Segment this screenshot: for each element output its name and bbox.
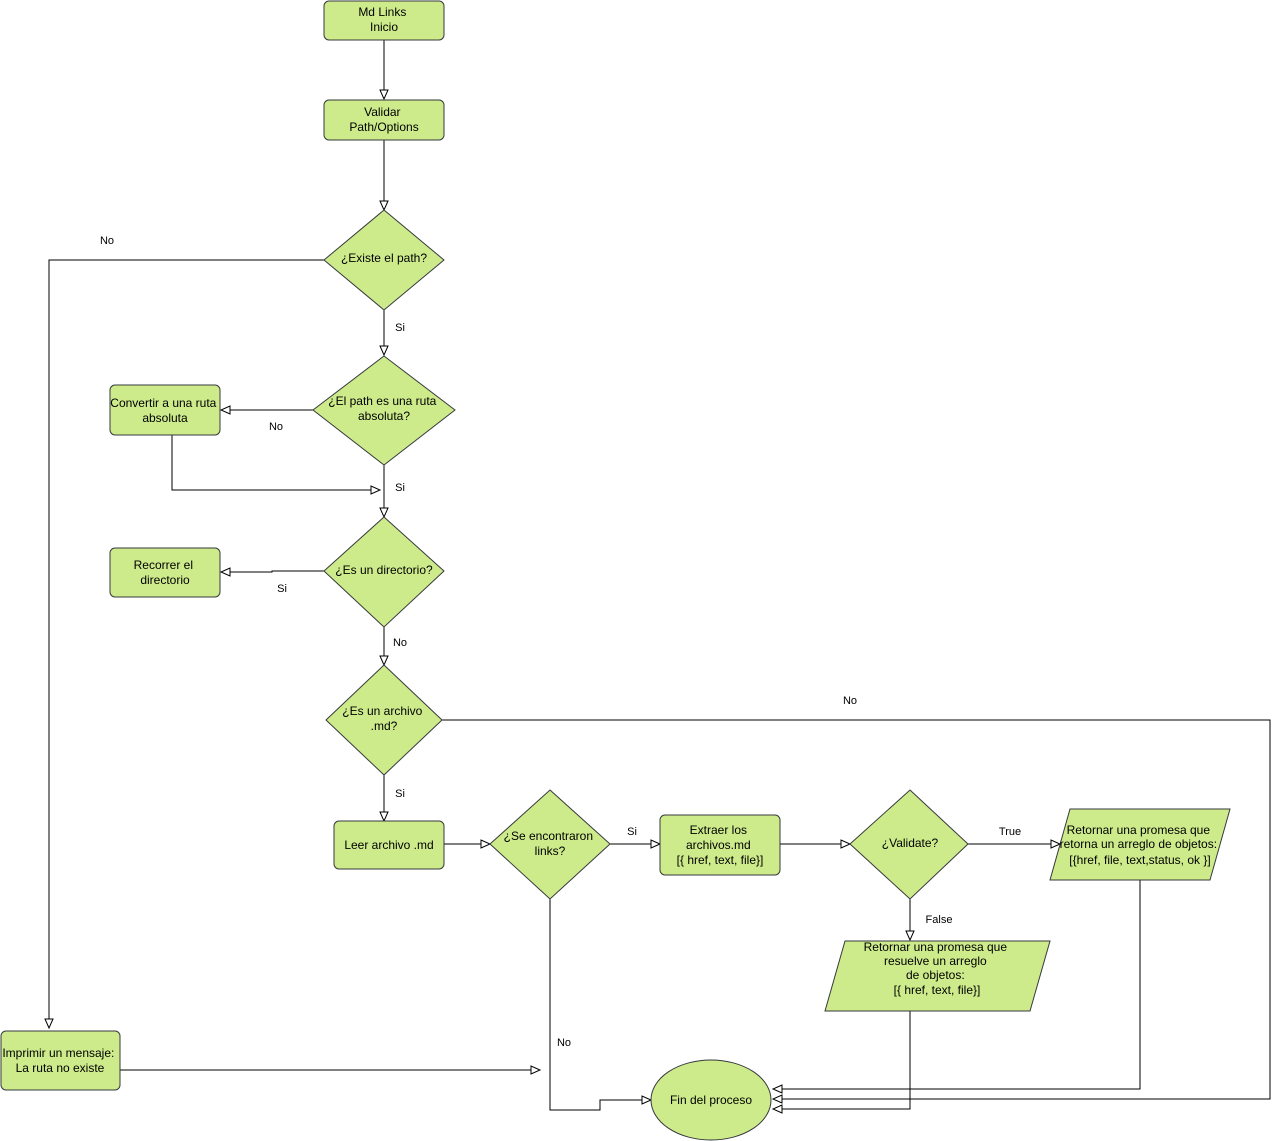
edge-directorio-archivo xyxy=(379,627,389,667)
edge-links-fin xyxy=(549,899,653,1111)
node-directorio-q: ¿Es un directorio? xyxy=(323,516,445,628)
label-existe-no: No xyxy=(100,235,114,247)
label-absoluta-si: Si xyxy=(395,482,405,494)
node-imprimir: Imprimir un mensaje: La ruta no existe xyxy=(0,1030,121,1091)
node-recorrer: Recorrer el directorio xyxy=(109,547,221,598)
label-validate-false: False xyxy=(926,914,953,926)
node-extraer: Extraer los archivos.md [{ href, text, f… xyxy=(659,814,781,876)
node-links-q-label: ¿Se encontraron links? xyxy=(504,829,597,858)
edge-validate-retornar-true xyxy=(968,839,1062,849)
node-inicio-label: Md Links Inicio xyxy=(358,5,409,34)
label-validate-true: True xyxy=(999,826,1021,838)
edge-leer-links xyxy=(444,839,492,849)
label-directorio-si: Si xyxy=(277,583,287,595)
node-absoluta-q-label: ¿El path es una ruta absoluta? xyxy=(328,394,439,423)
edge-imprimir-fin xyxy=(120,1065,542,1075)
edge-retornar-false-fin xyxy=(771,1011,911,1114)
node-links-q: ¿Se encontraron links? xyxy=(489,789,611,900)
node-convertir-label: Convertir a una ruta absoluta xyxy=(110,396,219,425)
edge-absoluta-convertir xyxy=(219,405,313,415)
edge-convertir-merge xyxy=(171,435,382,495)
label-absoluta-no: No xyxy=(269,421,283,433)
node-validar-label: Validar Path/Options xyxy=(349,105,418,134)
node-inicio: Md Links Inicio xyxy=(323,0,445,41)
edge-inicio-validar xyxy=(379,40,389,101)
node-fin: Fin del proceso xyxy=(650,1059,772,1141)
label-archivo-no: No xyxy=(843,695,857,707)
label-archivo-si: Si xyxy=(395,788,405,800)
edge-existe-absoluta xyxy=(379,310,389,357)
edge-validar-existe xyxy=(379,140,389,212)
node-convertir: Convertir a una ruta absoluta xyxy=(109,384,221,436)
edge-archivo-leer xyxy=(379,775,389,823)
node-validar: Validar Path/Options xyxy=(323,99,445,141)
node-fin-label: Fin del proceso xyxy=(670,1093,752,1107)
label-links-si: Si xyxy=(627,826,637,838)
node-extraer-label: Extraer los archivos.md [{ href, text, f… xyxy=(677,823,764,867)
node-directorio-q-label: ¿Es un directorio? xyxy=(335,563,433,577)
node-absoluta-q: ¿El path es una ruta absoluta? xyxy=(312,355,456,466)
node-retornar-true: Retornar una promesa que retorna un arre… xyxy=(1049,808,1231,881)
node-leer: Leer archivo .md xyxy=(333,820,445,870)
edge-validate-retornar-false xyxy=(905,899,915,942)
node-archivo-q: ¿Es un archivo .md? xyxy=(325,664,443,776)
edge-links-extraer xyxy=(610,839,662,849)
node-leer-label: Leer archivo .md xyxy=(344,838,433,852)
node-existe: ¿Existe el path? xyxy=(323,209,445,311)
label-directorio-no: No xyxy=(393,637,407,649)
node-retornar-true-label: Retornar una promesa que retorna un arre… xyxy=(1060,823,1221,867)
label-existe-si: Si xyxy=(395,322,405,334)
label-links-no: No xyxy=(557,1037,571,1049)
node-validate-q: ¿Validate? xyxy=(849,789,969,900)
edge-existe-imprimir xyxy=(44,259,324,1030)
node-validate-q-label: ¿Validate? xyxy=(882,836,939,850)
edge-retornar-true-fin xyxy=(771,880,1141,1094)
node-recorrer-label: Recorrer el directorio xyxy=(134,558,197,587)
edge-directorio-recorrer xyxy=(219,567,324,577)
edge-extraer-validate xyxy=(780,839,852,849)
node-imprimir-label: Imprimir un mensaje: La ruta no existe xyxy=(2,1046,117,1075)
edge-absoluta-directorio xyxy=(379,465,389,519)
edge-archivo-fin xyxy=(442,719,1271,1104)
node-existe-label: ¿Existe el path? xyxy=(341,251,427,265)
node-retornar-false: Retornar una promesa que resuelve un arr… xyxy=(824,940,1051,1012)
node-archivo-q-label: ¿Es un archivo .md? xyxy=(342,704,425,733)
node-retornar-false-label: Retornar una promesa que resuelve un arr… xyxy=(864,940,1011,997)
